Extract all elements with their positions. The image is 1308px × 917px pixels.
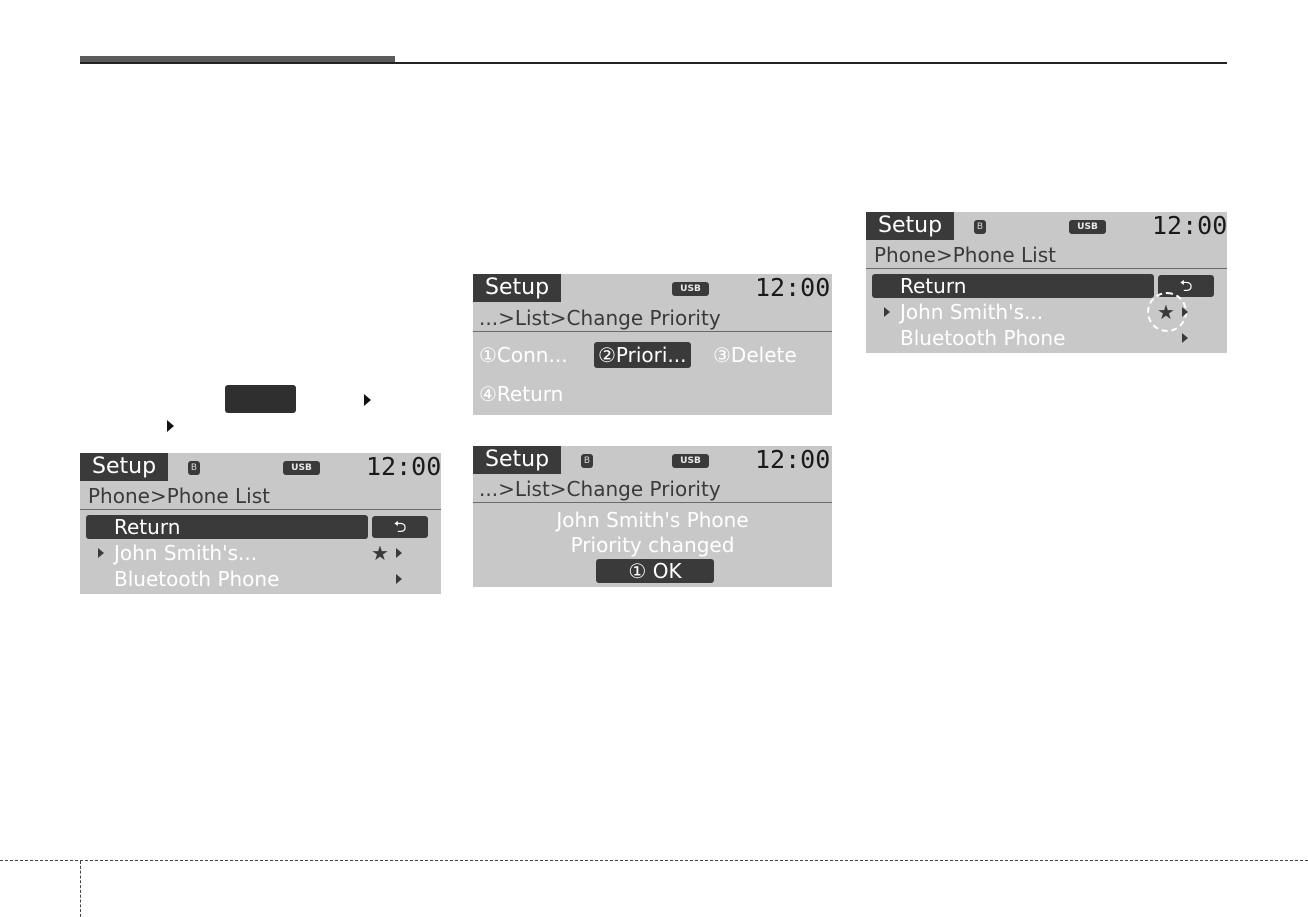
breadcrumb: Phone>Phone List	[874, 243, 1056, 267]
usb-icon: USB	[672, 454, 709, 468]
phone-item-bluetooth[interactable]: Bluetooth Phone	[114, 567, 280, 591]
message-line-2: Priority changed	[570, 533, 735, 557]
lcd-phone-list-result-screen: Setup B USB 12:00 Phone>Phone List Retur…	[866, 212, 1227, 353]
arrow-right-icon	[396, 548, 402, 558]
clock: 12:00	[1152, 212, 1227, 240]
breadcrumb: Phone>Phone List	[88, 484, 270, 508]
phone-item-bluetooth[interactable]: Bluetooth Phone	[900, 326, 1066, 350]
lcd-priority-changed-screen: Setup B USB 12:00 ...>List>Change Priori…	[473, 446, 832, 587]
lcd-phone-list-screen: Setup B USB 12:00 Phone>Phone List Retur…	[80, 453, 441, 594]
arrow-right-icon	[396, 574, 402, 584]
ok-button[interactable]: ① OK	[596, 559, 714, 583]
arrow-right-icon	[364, 394, 371, 406]
star-icon: ★	[371, 541, 389, 565]
clock: 12:00	[366, 453, 441, 481]
footer-rule	[0, 860, 1308, 861]
usb-icon: USB	[283, 461, 320, 475]
clock: 12:00	[755, 446, 831, 474]
option-connect[interactable]: ①Conn...	[479, 343, 568, 367]
breadcrumb: ...>List>Change Priority	[479, 477, 721, 501]
usb-icon: USB	[1069, 220, 1106, 234]
header-rule	[80, 62, 1227, 64]
selection-highlight	[872, 274, 1154, 298]
setup-tab: Setup	[80, 453, 169, 481]
divider	[866, 268, 1227, 269]
option-return[interactable]: ④Return	[479, 382, 564, 406]
return-item[interactable]: Return	[114, 515, 181, 539]
arrow-right-icon	[1182, 333, 1188, 343]
phone-item-john[interactable]: John Smith's...	[900, 300, 1044, 324]
setup-tab: Setup	[473, 446, 562, 474]
highlight-circle	[1147, 292, 1187, 332]
header-bar	[80, 56, 395, 64]
selection-highlight	[86, 515, 368, 539]
arrow-right-icon	[98, 548, 104, 558]
option-delete[interactable]: ③Delete	[713, 343, 797, 367]
arrow-right-icon	[167, 420, 174, 432]
divider	[473, 502, 832, 503]
return-item[interactable]: Return	[900, 274, 967, 298]
arrow-right-icon	[1182, 307, 1188, 317]
setup-tab: Setup	[473, 274, 562, 302]
lcd-change-priority-screen: Setup USB 12:00 ...>List>Change Priority…	[473, 274, 832, 415]
footer-divider	[80, 861, 81, 917]
arrow-right-icon	[884, 307, 890, 317]
key-button-graphic	[225, 385, 296, 413]
breadcrumb: ...>List>Change Priority	[479, 306, 721, 330]
phone-item-john[interactable]: John Smith's...	[114, 541, 258, 565]
setup-tab: Setup	[866, 212, 955, 240]
return-icon[interactable]: ⮌	[1158, 275, 1214, 297]
message-line-1: John Smith's Phone	[556, 508, 749, 532]
divider	[473, 331, 832, 332]
clock: 12:00	[755, 274, 831, 302]
usb-icon: USB	[672, 282, 709, 296]
bluetooth-icon: B	[188, 461, 200, 475]
divider	[80, 509, 441, 510]
option-priority[interactable]: ②Priori...	[594, 342, 691, 368]
return-icon[interactable]: ⮌	[372, 516, 428, 538]
bluetooth-icon: B	[974, 220, 986, 234]
bluetooth-icon: B	[581, 454, 593, 468]
